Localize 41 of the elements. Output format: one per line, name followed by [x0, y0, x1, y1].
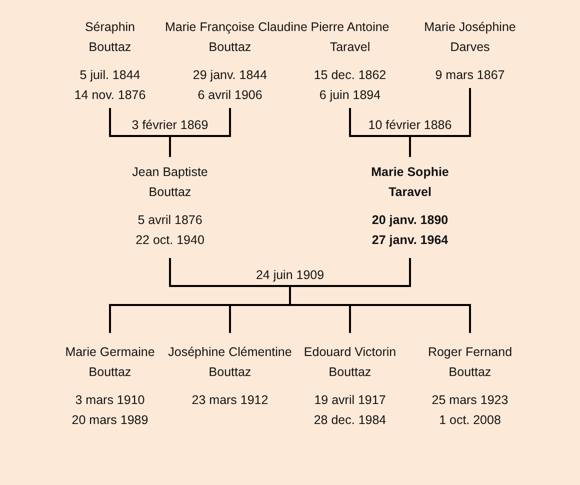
date-text: 5 juil. 1844 — [80, 67, 140, 84]
date-text: 5 avril 1876 — [138, 212, 202, 229]
date-text: 9 mars 1867 — [435, 67, 505, 84]
date-text: 29 janv. 1844 — [192, 67, 268, 84]
family-line — [289, 258, 471, 333]
person-name: Taravel — [388, 184, 432, 201]
person-name: Bouttaz — [88, 364, 132, 381]
date-text: 6 juin 1894 — [319, 87, 381, 104]
person-name: Bouttaz — [208, 39, 252, 56]
date-text: 15 dec. 1862 — [314, 67, 386, 84]
date-text: 19 avril 1917 — [314, 392, 386, 409]
date-text: 14 nov. 1876 — [74, 87, 146, 104]
date-text: 1 oct. 2008 — [439, 412, 501, 429]
person-name: Roger Fernand — [428, 344, 512, 361]
date-text: 20 janv. 1890 — [372, 212, 448, 229]
date-text: 6 avril 1906 — [198, 87, 262, 104]
person-name: Bouttaz — [208, 364, 252, 381]
person-name: Marie Joséphine — [424, 19, 516, 36]
person-name: Bouttaz — [88, 39, 132, 56]
person-name: Séraphin — [84, 19, 136, 36]
date-text: 27 janv. 1964 — [372, 232, 448, 249]
date-text: 25 mars 1923 — [432, 392, 508, 409]
date-text: 22 oct. 1940 — [136, 232, 204, 249]
person-name: Jean Baptiste — [132, 164, 208, 181]
person-name: Pierre Antoine — [310, 19, 390, 36]
person-name: Marie Françoise Claudine — [165, 19, 308, 36]
family-line — [409, 88, 471, 157]
date-text: 23 mars 1912 — [192, 392, 268, 409]
person-name: Bouttaz — [148, 184, 192, 201]
person-name: Joséphine Clémentine — [168, 344, 292, 361]
person-name: Taravel — [330, 39, 370, 56]
family-line — [169, 108, 231, 157]
person-name: Darves — [450, 39, 490, 56]
person-name: Marie Sophie — [371, 164, 449, 181]
date-text: 28 dec. 1984 — [314, 412, 386, 429]
date-text: 20 mars 1989 — [72, 412, 148, 429]
person-name: Bouttaz — [328, 364, 372, 381]
person-name: Marie Germaine — [65, 344, 155, 361]
date-text: 3 mars 1910 — [75, 392, 145, 409]
person-name: Bouttaz — [448, 364, 492, 381]
person-name: Edouard Victorin — [304, 344, 396, 361]
